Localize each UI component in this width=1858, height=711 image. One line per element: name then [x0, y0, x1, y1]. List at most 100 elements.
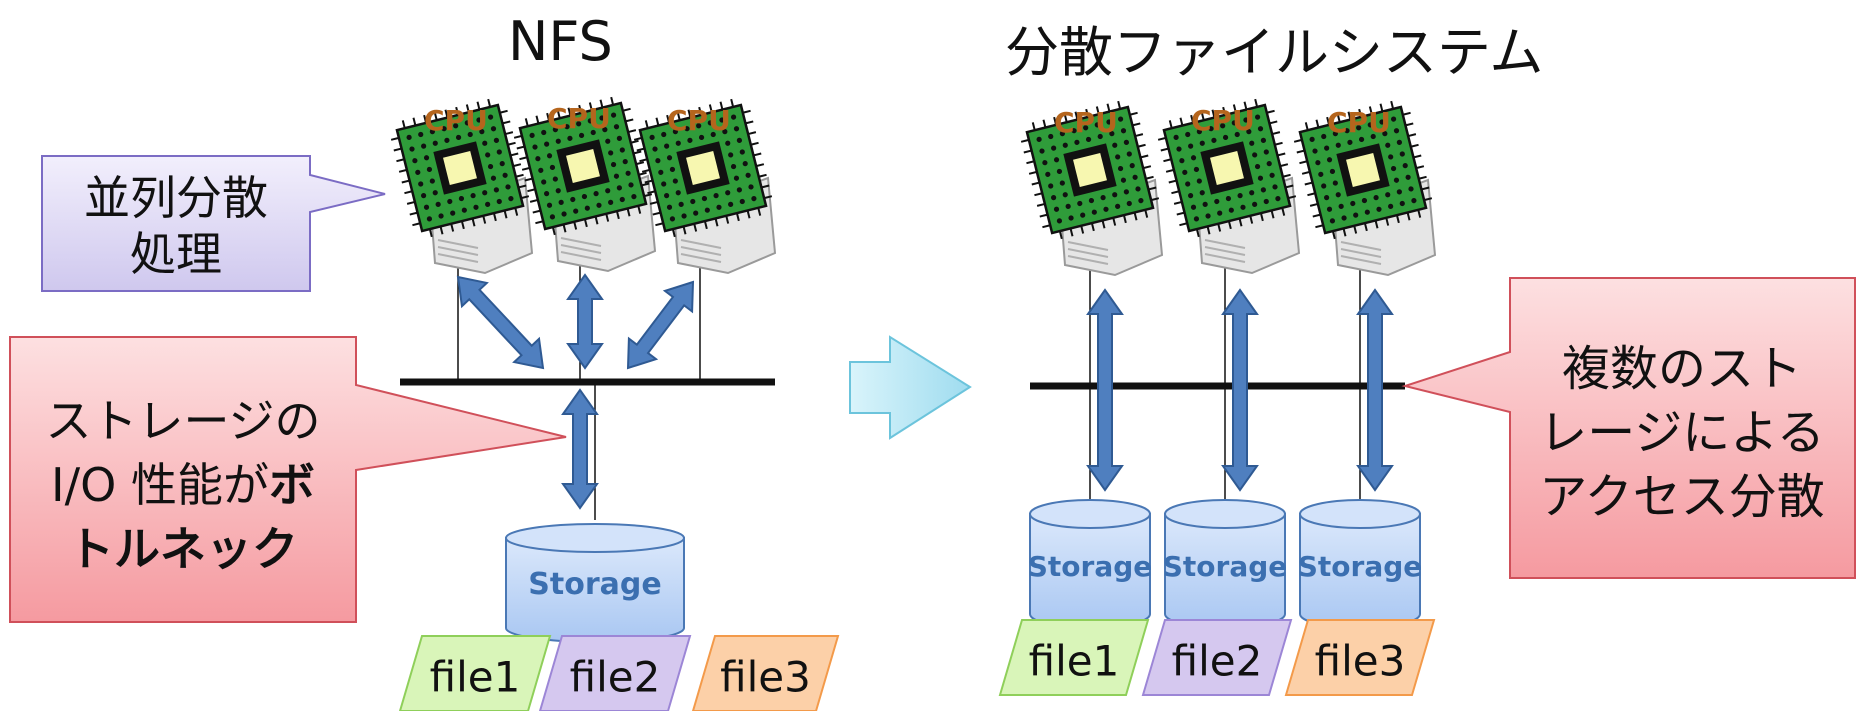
cpu-pin — [428, 228, 433, 238]
cpu-pin — [1031, 181, 1040, 186]
cpu-pin — [1363, 222, 1368, 232]
cpu-dot — [564, 124, 570, 130]
cpu-dot — [707, 120, 713, 126]
cpu-dot — [631, 193, 637, 200]
cpu-pin — [1034, 192, 1043, 197]
callout-bottleneck-span: ボ — [269, 458, 315, 512]
cpu-pin — [747, 131, 757, 136]
server-vent — [1204, 246, 1246, 256]
cpu-dot — [1188, 193, 1194, 199]
cpu-dot — [1036, 136, 1042, 143]
cpu-pin — [390, 136, 400, 141]
cpu-dot — [616, 185, 622, 191]
cpu-dot — [570, 196, 576, 203]
cpu-dot — [1126, 151, 1132, 157]
cpu-dot — [1120, 128, 1127, 134]
cpu-pin — [1413, 154, 1422, 159]
cpu-dot — [655, 158, 661, 164]
file3-tag-r — [1284, 619, 1436, 696]
cpu-pin — [524, 118, 529, 127]
cpu-dot — [552, 127, 558, 133]
cpu-dot — [1252, 152, 1258, 158]
cpu-pin — [578, 104, 583, 114]
cpu-pin — [1069, 228, 1074, 237]
cpu-dot — [1243, 117, 1249, 123]
callout-bottleneck-span: I/O 性能が — [51, 458, 269, 512]
cpu-pin — [1133, 212, 1138, 221]
cpu-dot — [1228, 207, 1234, 213]
cpu-dot — [438, 213, 444, 219]
cpu-dot — [490, 126, 497, 132]
cpu-dot — [429, 129, 435, 135]
cpu-dot — [736, 187, 742, 193]
cpu-dot — [745, 172, 751, 178]
cpu-dot — [1097, 133, 1103, 140]
cpu-pin — [625, 118, 634, 123]
cpu-dot — [532, 144, 538, 150]
cpu-pin — [519, 156, 528, 161]
cpu-pin — [1271, 131, 1281, 136]
cpu-dot — [444, 137, 450, 143]
cpu-pin — [1200, 112, 1205, 121]
cpu-dot — [1373, 195, 1379, 201]
cpu-dot — [728, 201, 734, 207]
cpu-pin — [588, 102, 593, 111]
cpu-dot — [610, 161, 617, 168]
cpu-dot — [1411, 197, 1417, 204]
file2-tag — [538, 635, 692, 711]
cpu-label: CPU — [667, 104, 731, 137]
cpu-pin — [518, 184, 527, 189]
cpu-dot — [608, 150, 614, 156]
server-vent — [1067, 248, 1109, 258]
cpu-dot — [1179, 158, 1185, 164]
cpu-dot — [725, 190, 731, 196]
cpu-dot — [652, 146, 658, 152]
transition-arrow — [849, 335, 972, 440]
cpu-dot — [613, 173, 620, 179]
cpu-dot — [549, 214, 556, 220]
cpu-pin — [527, 188, 536, 193]
cpu-dot — [661, 131, 667, 138]
cpu-dot — [455, 134, 462, 141]
cpu-dot — [1329, 218, 1336, 224]
cpu-dot — [1231, 120, 1237, 126]
cpu-dot — [1350, 200, 1356, 207]
cpu-pin — [1058, 230, 1063, 240]
cpu-dot — [426, 216, 433, 222]
cpu-dot — [1138, 197, 1144, 204]
cpu-pin — [455, 106, 460, 116]
cpu-pin — [1407, 133, 1417, 138]
cpu-pin — [638, 171, 647, 176]
cpu-pin — [1418, 175, 1427, 180]
cpu-dot — [1059, 180, 1065, 186]
cpu-dot — [1376, 206, 1382, 212]
cpu-pin — [753, 152, 762, 157]
cpu-dot — [1094, 122, 1100, 128]
cpu-dot — [1190, 155, 1197, 161]
cpu-dot — [713, 193, 719, 199]
cpu-dot — [664, 143, 670, 149]
cpu-dot — [661, 181, 667, 187]
cpu-dot — [552, 176, 558, 182]
cpu-dot — [1053, 157, 1060, 163]
cpu-pin — [1282, 173, 1291, 178]
cpu-pin — [507, 141, 516, 146]
cpu-dot — [605, 138, 611, 144]
cpu-dot — [1048, 133, 1054, 140]
server-vent — [1204, 253, 1246, 263]
cpu-dot — [1272, 184, 1278, 190]
cpu-pin — [1106, 103, 1111, 112]
cpu-pin — [460, 220, 465, 230]
cpu-dot — [1396, 139, 1402, 145]
cpu-pin — [487, 98, 492, 108]
cpu-pin — [535, 220, 544, 225]
cpu-dot — [605, 188, 611, 194]
server-vent — [1067, 255, 1109, 265]
cpu-pin — [742, 109, 751, 114]
cpu-dot — [590, 129, 596, 136]
server-vent — [1340, 241, 1382, 251]
cpu-dot — [1135, 186, 1141, 192]
cpu-pin — [1342, 228, 1347, 237]
cpu-pin — [532, 209, 541, 214]
cpu-dot — [649, 134, 655, 141]
